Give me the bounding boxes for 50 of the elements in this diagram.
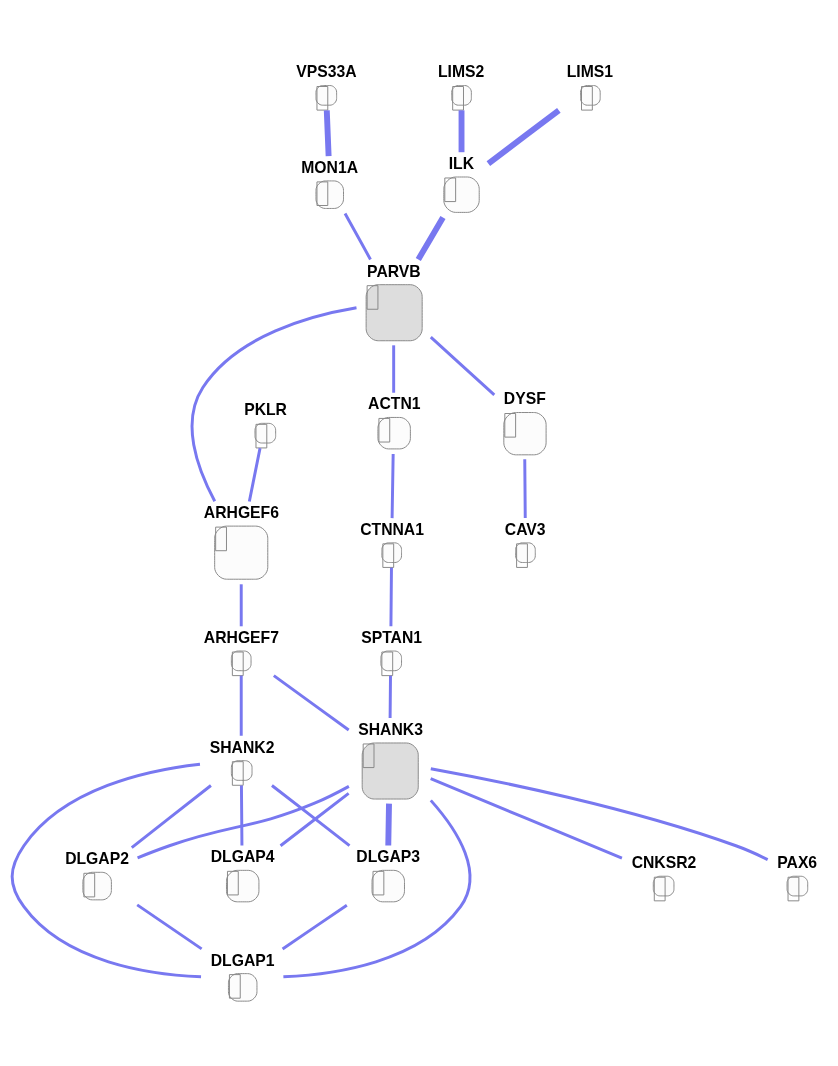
connector (388, 675, 392, 718)
node-label: CNKSR2 (631, 853, 697, 871)
node-label: PARVB (367, 262, 421, 280)
connector (136, 903, 203, 950)
node-label: CTNNA1 (360, 520, 424, 538)
connector (523, 458, 527, 518)
connector (190, 305, 357, 502)
connector (415, 215, 446, 261)
connector (430, 776, 623, 859)
connector (283, 798, 472, 978)
node-label: DYSF (503, 389, 546, 407)
connector (279, 791, 350, 847)
node-label: VPS33A (296, 62, 357, 80)
node-label: ARHGEF7 (203, 628, 279, 646)
node-label: PKLR (244, 400, 287, 418)
connector (429, 335, 496, 396)
node-label: DLGAP4 (210, 847, 275, 865)
connector (323, 109, 332, 156)
connector (247, 447, 262, 502)
node-label: DLGAP3 (356, 847, 421, 865)
connector (10, 762, 202, 978)
connector (392, 344, 396, 393)
connector (239, 784, 244, 845)
node-label: SPTAN1 (361, 628, 423, 646)
node-label: SHANK2 (209, 738, 275, 756)
node-label: ARHGEF6 (203, 503, 279, 521)
node-label: MON1A (301, 158, 358, 176)
connector (486, 107, 561, 166)
node-label: PAX6 (777, 853, 818, 871)
connector (137, 784, 350, 859)
connector (130, 783, 212, 849)
node-label: DLGAP1 (210, 951, 275, 969)
connector (281, 903, 348, 950)
connector (272, 673, 350, 731)
connector (239, 675, 243, 736)
node-label: LIMS2 (437, 62, 485, 80)
node-label: ILK (448, 154, 475, 172)
node-label: ACTN1 (368, 394, 421, 412)
node-label: LIMS1 (566, 62, 614, 80)
connector (390, 453, 395, 518)
connector (343, 212, 372, 260)
connector (430, 766, 769, 861)
node-label: CAV3 (504, 520, 546, 538)
connector (389, 567, 393, 626)
connector (385, 803, 392, 846)
node-label: SHANK3 (358, 720, 423, 738)
connector (271, 783, 351, 847)
node-label: DLGAP2 (65, 849, 129, 867)
connector (239, 583, 243, 626)
connector (458, 109, 465, 152)
